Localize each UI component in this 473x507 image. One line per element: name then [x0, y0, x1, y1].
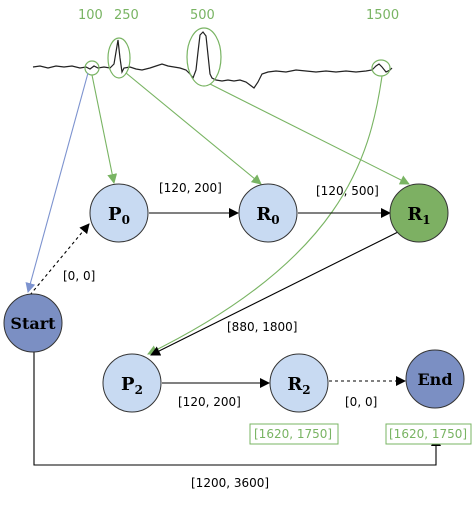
annotation-arrow-500-r1 — [209, 83, 410, 185]
node-r0-base: R — [256, 204, 272, 225]
tick-label-500: 500 — [190, 8, 215, 23]
node-p0-sub: 0 — [122, 213, 130, 227]
annotation-arrow-250-r0 — [125, 72, 262, 185]
svg-text:P2: P2 — [121, 374, 143, 397]
svg-text:R1: R1 — [407, 204, 430, 227]
svg-text:R2: R2 — [287, 374, 310, 397]
tick-label-250: 250 — [114, 8, 139, 23]
edge-start-p0 — [29, 223, 90, 296]
node-r2: R2 — [269, 353, 329, 413]
edge-label-r2-end: [0, 0] — [345, 395, 377, 409]
node-end: End — [405, 349, 465, 409]
annotation-arrow-1500-p2 — [147, 75, 383, 355]
node-p2: P2 — [102, 353, 162, 413]
tick-label-100: 100 — [78, 8, 103, 23]
node-start-label: Start — [10, 314, 56, 333]
annotation-arrow-100-start — [25, 72, 89, 293]
node-end-label: End — [417, 370, 452, 389]
annotation-arrow-100-p0 — [91, 74, 118, 184]
edges — [29, 208, 441, 466]
node-r2-base: R — [287, 374, 303, 395]
node-r0-sub: 0 — [271, 213, 279, 227]
node-p0-base: P — [108, 204, 122, 225]
tick-label-1500: 1500 — [366, 8, 399, 23]
node-r1: R1 — [389, 183, 449, 243]
node-p2-base: P — [121, 374, 135, 395]
highlight-ellipse-250 — [107, 37, 131, 79]
edge-label-p2-r2: [120, 200] — [178, 395, 241, 409]
edge-start-end — [33, 352, 441, 466]
edge-label-start-end: [1200, 3600] — [191, 476, 269, 490]
annotation-arrows — [91, 72, 410, 355]
node-start: Start — [3, 293, 63, 353]
edge-label-r0-r1: [120, 500] — [316, 184, 379, 198]
constraint-box-r2: [1620, 1750] — [249, 423, 339, 445]
edge-label-start-p0: [0, 0] — [63, 269, 95, 283]
node-r1-base: R — [407, 204, 423, 225]
edge-labels: [120, 200] [120, 500] [0, 0] [880, 1800]… — [63, 181, 379, 490]
constraint-label-r2: [1620, 1750] — [254, 427, 332, 441]
node-r2-sub: 2 — [302, 383, 310, 397]
highlight-ellipse-500 — [186, 27, 222, 87]
highlight-ellipse-1500 — [371, 59, 391, 77]
edge-label-r1-p2: [880, 1800] — [227, 320, 297, 334]
edge-label-p0-r0: [120, 200] — [159, 181, 222, 195]
signal-waveform — [32, 31, 393, 89]
node-r1-sub: 1 — [422, 213, 430, 227]
edge-r1-p2 — [150, 231, 399, 356]
constraint-box-end: [1620, 1750] — [385, 423, 472, 445]
node-p2-sub: 2 — [135, 383, 143, 397]
node-r0: R0 — [238, 183, 298, 243]
constraint-label-end: [1620, 1750] — [389, 427, 467, 441]
svg-text:P0: P0 — [108, 204, 130, 227]
signal-tick-labels: 100 250 500 1500 — [78, 8, 399, 23]
node-p0: P0 — [89, 183, 149, 243]
svg-text:R0: R0 — [256, 204, 279, 227]
